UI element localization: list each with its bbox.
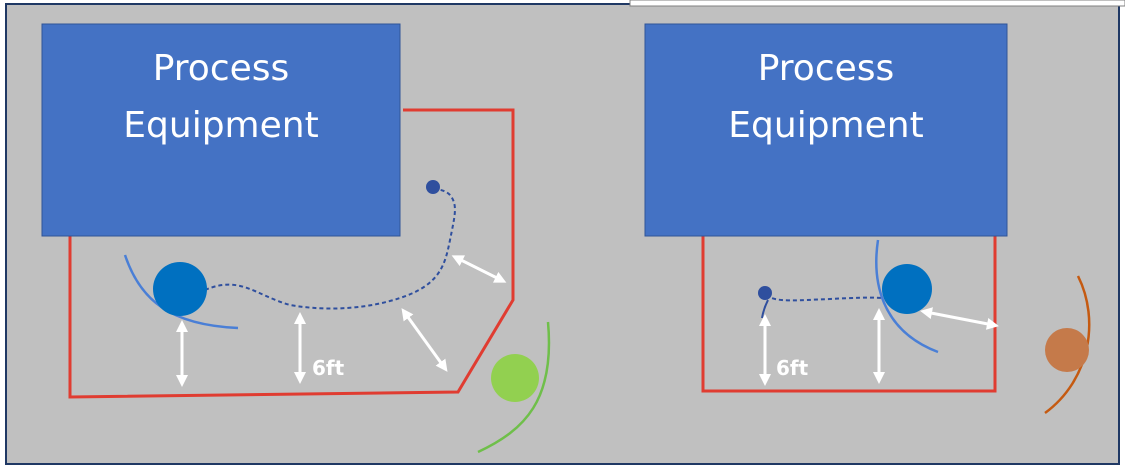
right-path-start-dot (758, 286, 772, 300)
left-equipment-label-line1: Process (153, 48, 290, 89)
right-distance-label: 6ft (776, 356, 809, 380)
right-arrow-horizontal (920, 307, 999, 330)
left-process-equipment (41, 23, 401, 237)
left-arrow-diagonal-2 (451, 255, 507, 283)
right-scene: Process Equipment 6ft (644, 23, 1091, 415)
right-blue-worker-arc (875, 239, 939, 354)
left-distance-label: 6ft (312, 356, 345, 380)
right-equipment-label-line1: Process (758, 48, 895, 89)
left-walking-path (204, 187, 456, 310)
left-equipment-label-line2: Equipment (123, 105, 318, 146)
left-scene: Process Equipment 6ft (41, 23, 551, 454)
left-path-start-dot (426, 180, 440, 194)
left-green-worker-arc (477, 321, 551, 454)
panel-border (5, 3, 1120, 465)
left-green-worker (491, 354, 539, 402)
right-equipment-label-line2: Equipment (728, 105, 923, 146)
right-process-equipment (644, 23, 1008, 237)
right-walking-path (765, 294, 883, 302)
right-orange-worker (1045, 328, 1089, 372)
left-blue-worker (153, 262, 207, 316)
top-edge-strip (629, 0, 1125, 7)
left-zone-boundary (68, 108, 515, 399)
right-blue-worker (882, 264, 932, 314)
left-arrow-diagonal-1 (401, 308, 448, 372)
